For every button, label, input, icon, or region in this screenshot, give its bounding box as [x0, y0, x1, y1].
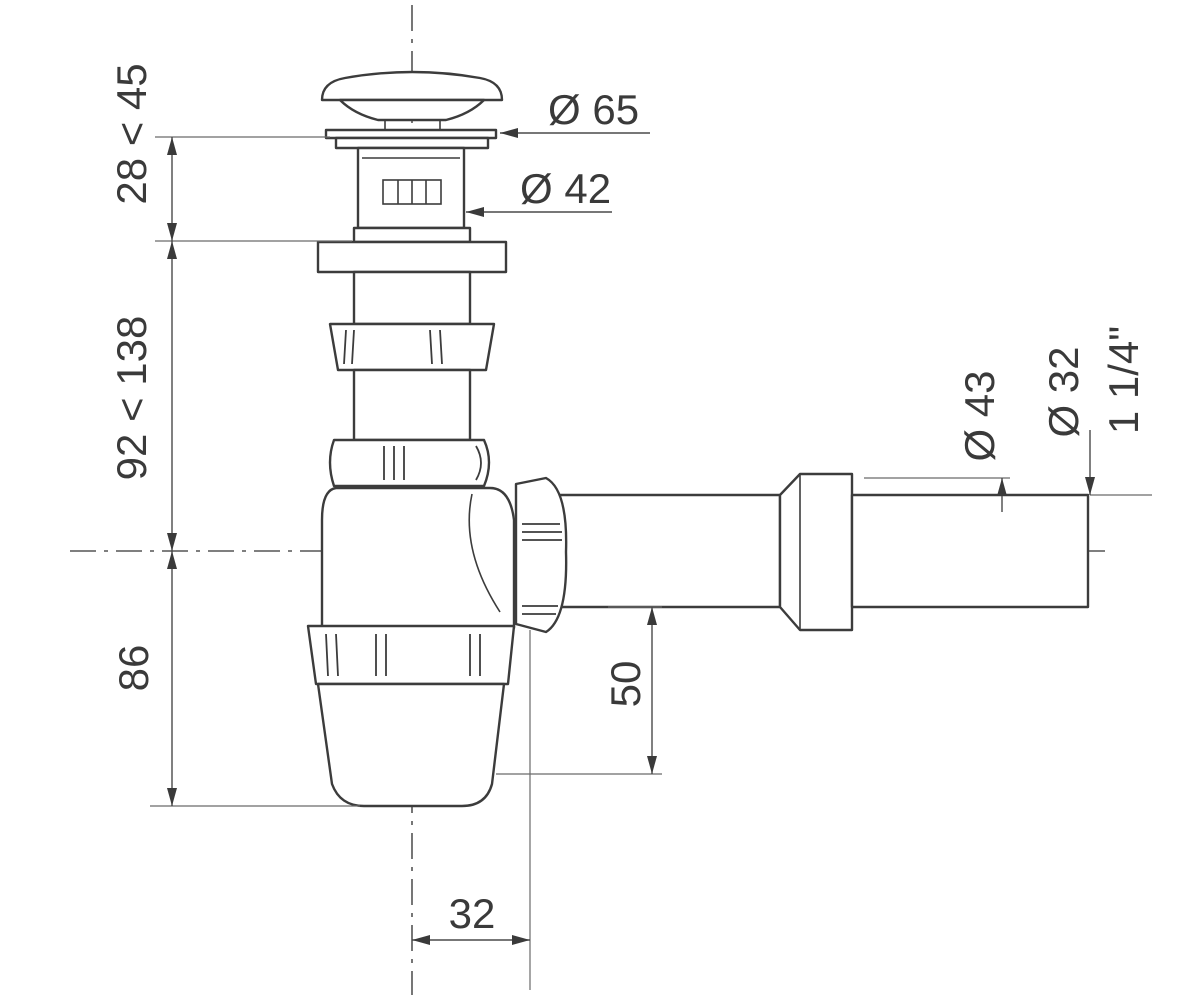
head-diameter-label: Ø 65: [548, 86, 639, 133]
trap-bowl: [306, 486, 516, 808]
upper-tube: [328, 270, 496, 442]
offset-dimension: [412, 935, 530, 945]
flange: [316, 240, 508, 274]
outlet-diameter-leaders: [997, 430, 1095, 512]
body-diameter-label: Ø 42: [520, 165, 611, 212]
outlet-height-label: 50: [602, 661, 649, 708]
plug-height-label: 28 < 45: [108, 63, 155, 204]
tube-height-label: 92 < 138: [108, 316, 155, 481]
thread-size-label: 1 1/4": [1100, 326, 1147, 434]
lower-nut: [328, 438, 491, 488]
plug-head: [320, 70, 504, 150]
offset-label: 32: [449, 890, 496, 937]
trap-depth-label: 86: [110, 645, 157, 692]
diameter-leaders: [466, 128, 650, 217]
outlet-pipe: [558, 472, 1090, 632]
outlet-height-dimension: [647, 607, 657, 774]
outlet-nut: [514, 476, 568, 634]
outlet-inner-diameter-label: Ø 32: [1040, 346, 1087, 437]
outlet-outer-diameter-label: Ø 43: [956, 370, 1003, 461]
left-dimension-lines: [167, 137, 177, 806]
extension-lines: [150, 136, 1152, 990]
plug-body: [352, 146, 472, 244]
